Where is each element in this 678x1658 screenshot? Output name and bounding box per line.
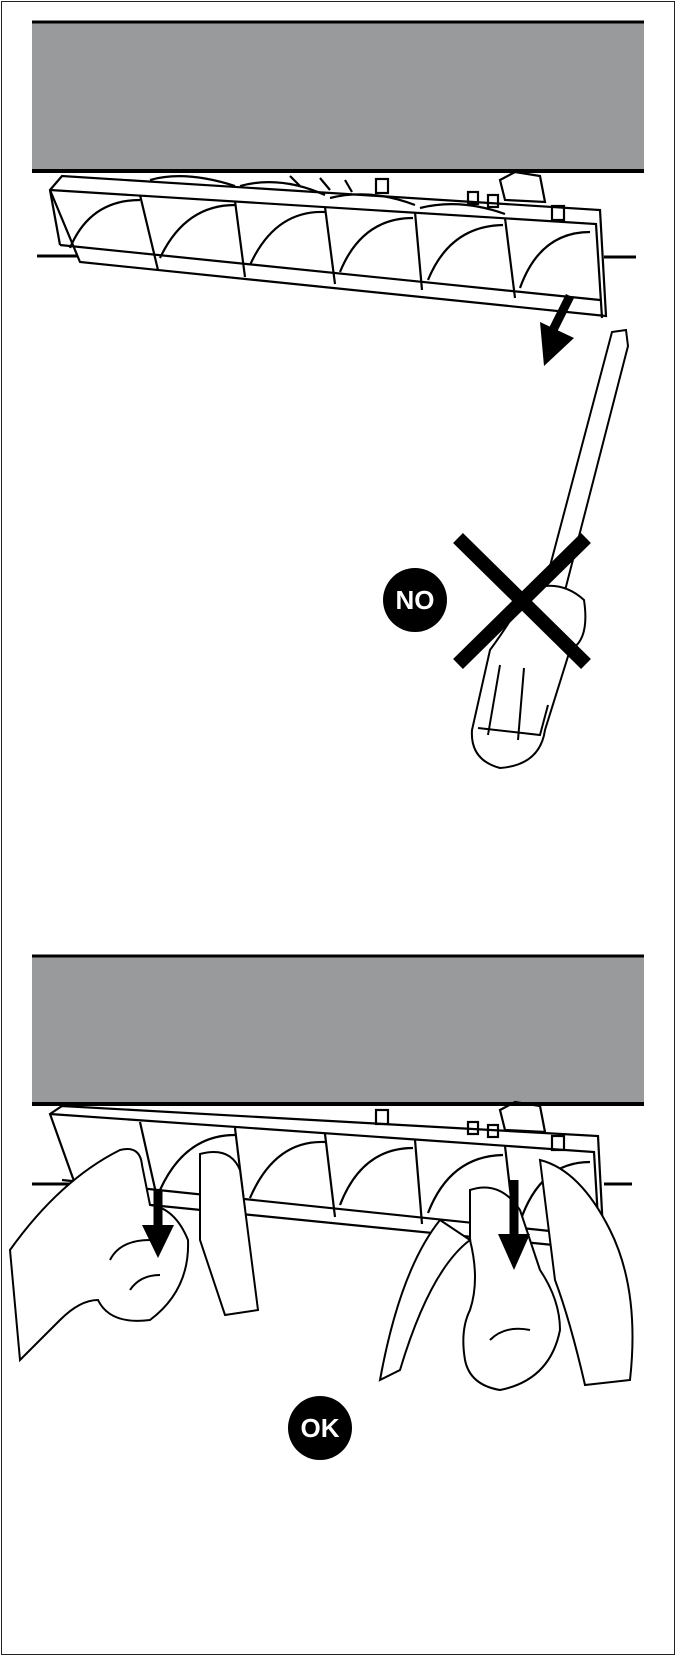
no-badge-label: NO bbox=[396, 585, 435, 615]
hand-icon bbox=[10, 1149, 258, 1360]
light-fixture bbox=[50, 172, 606, 318]
ceiling-block bbox=[32, 956, 644, 1104]
correct-panel: OK bbox=[0, 940, 678, 1540]
incorrect-panel: NO bbox=[0, 0, 678, 900]
screwdriver-icon bbox=[472, 330, 628, 768]
no-badge: NO bbox=[383, 568, 447, 632]
ceiling-block bbox=[32, 22, 644, 172]
ok-badge: OK bbox=[288, 1396, 352, 1460]
ok-badge-label: OK bbox=[301, 1413, 340, 1443]
